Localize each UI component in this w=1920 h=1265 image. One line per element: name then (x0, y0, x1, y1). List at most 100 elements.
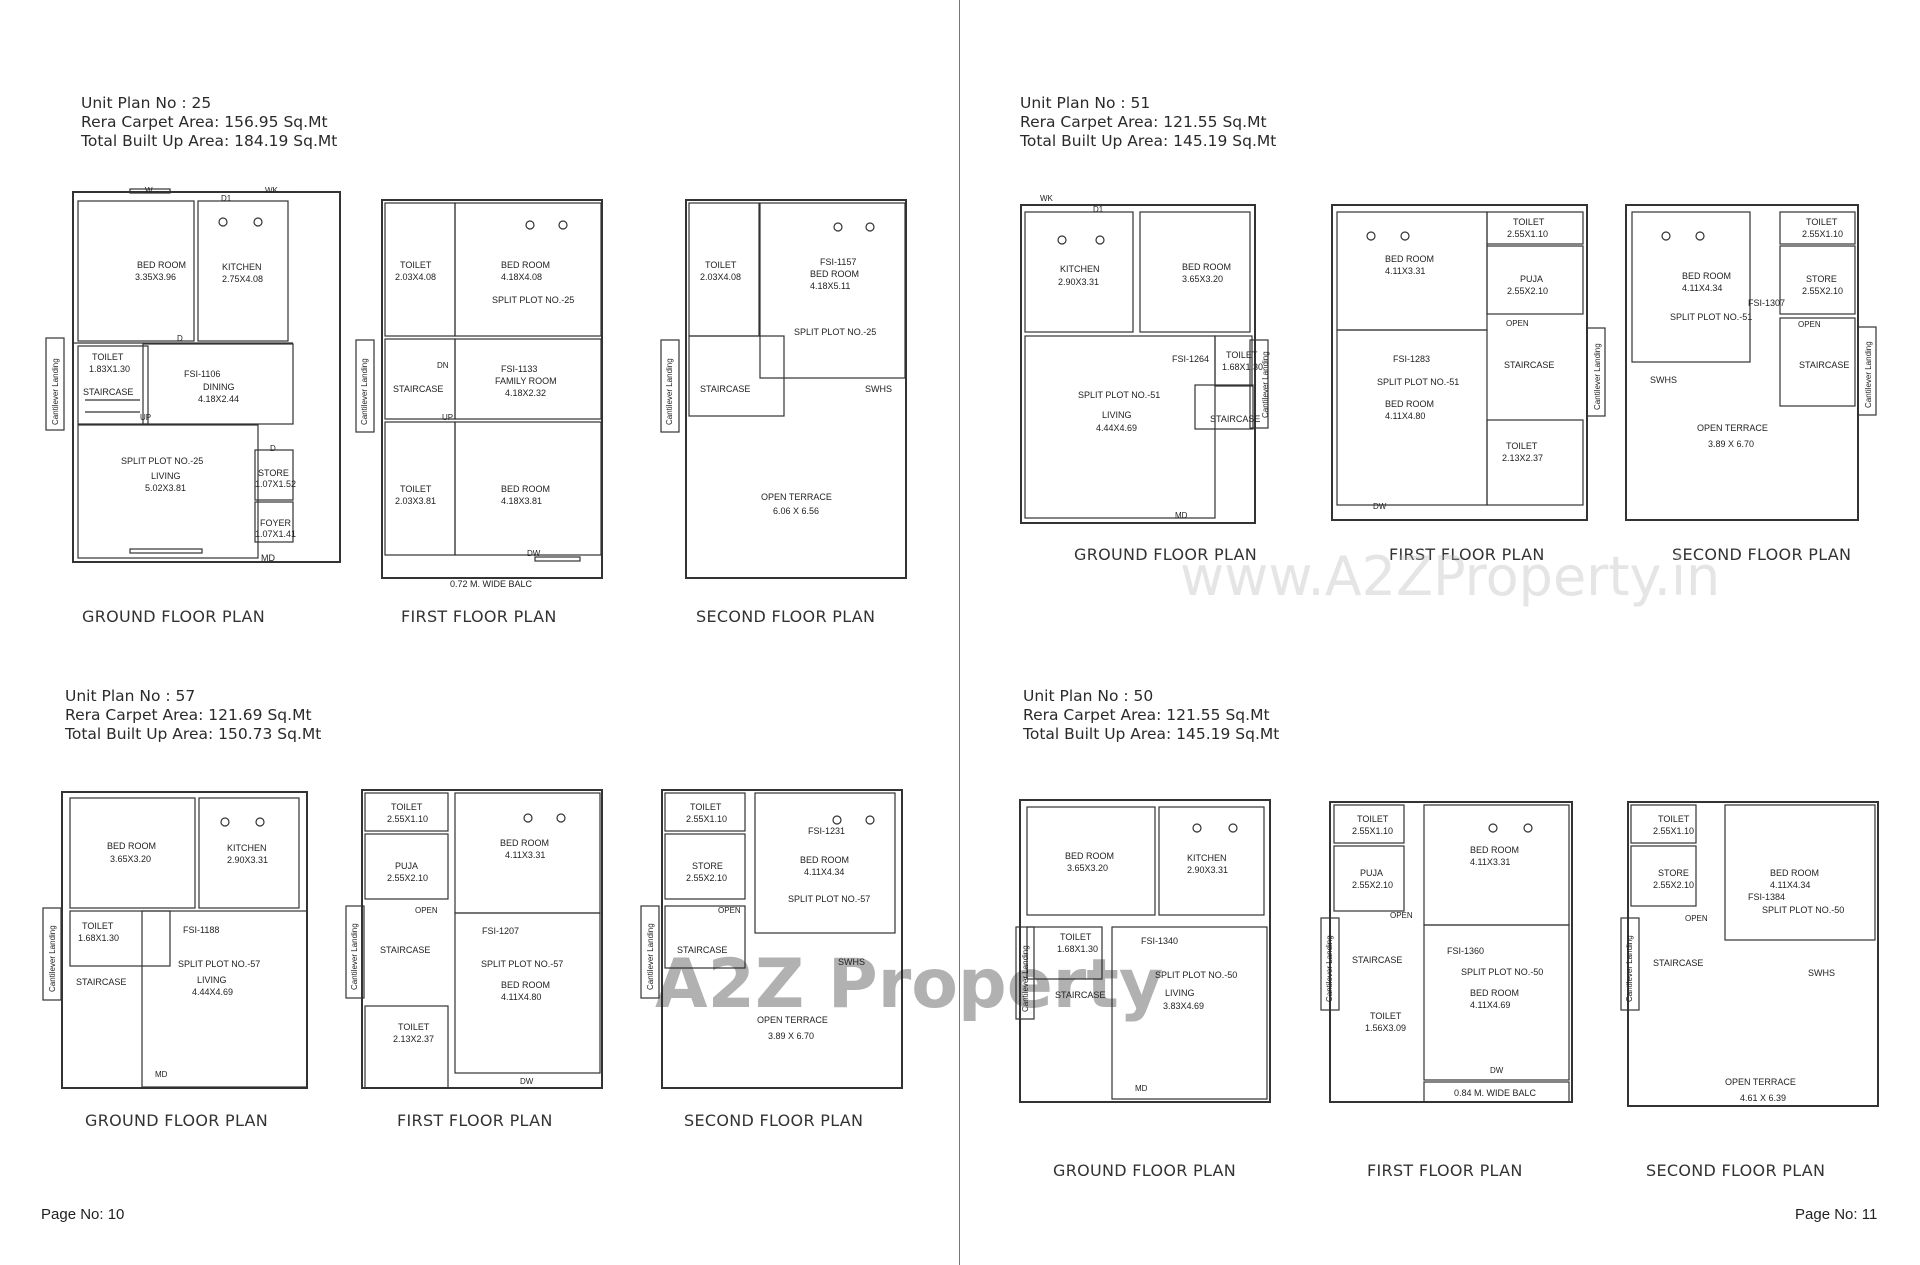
plan-text: Cantilever Landing (1625, 935, 1634, 1002)
wall-segment (664, 905, 746, 969)
plan-text: FSI-1231 (808, 826, 845, 836)
wall-segment (1366, 231, 1376, 241)
plan-text: OPEN (1390, 911, 1413, 920)
room-dim: 1.07X1.41 (255, 529, 296, 539)
plan-text: 0.72 M. WIDE BALC (450, 579, 533, 589)
plan-text: FSI-1307 (1748, 298, 1785, 308)
plan-text: 4.11X4.34 (1682, 283, 1722, 293)
wall-segment (1192, 823, 1202, 833)
plan-text: 4.18X3.81 (501, 496, 542, 506)
plan-text: SPLIT PLOT NO.-25 (492, 295, 574, 305)
page-divider (959, 0, 960, 1265)
room-dim: 1.83X1.30 (89, 364, 130, 374)
plan-text: 2.90X3.31 (227, 855, 268, 865)
plan-text: BED ROOM (800, 855, 849, 865)
plan-text: LIVING (197, 975, 227, 985)
floor-plan-ground-51: KITCHEN 2.90X3.31 BED ROOM 3.65X3.20 FSI… (1020, 190, 1290, 530)
wall-segment (253, 217, 263, 227)
wall-segment (865, 815, 875, 825)
plan-text: 1.68X1.30 (1222, 362, 1263, 372)
floor-plan-first-25: TOILET 2.03X4.08 BED ROOM 4.18X4.08 SPLI… (355, 190, 605, 590)
plan-text: BED ROOM (1182, 262, 1231, 272)
room-label: STAIRCASE (83, 387, 133, 397)
window-label: WK (265, 186, 279, 195)
wall-segment (1486, 419, 1584, 506)
plan-text: BED ROOM (1385, 254, 1434, 264)
plan-title-second-25: SECOND FLOOR PLAN (696, 607, 876, 626)
wall-segment (1630, 845, 1697, 907)
plan-text: 4.11X4.80 (1385, 411, 1425, 421)
plan-text: 4.44X4.69 (192, 987, 233, 997)
window-label: W (145, 186, 153, 195)
plan-text: 4.61 X 6.39 (1740, 1093, 1786, 1103)
plan-text: TOILET (705, 260, 737, 270)
plan-text: STAIRCASE (380, 945, 430, 955)
wall-segment (129, 548, 203, 554)
floor-plan-second-25: TOILET 2.03X4.08 FSI-1157 BED ROOM 4.18X… (660, 190, 920, 590)
plan-text: OPEN TERRACE (1697, 423, 1768, 433)
plan-text: STAIRCASE (1653, 958, 1703, 968)
cantilever-label: Cantilever Landing (51, 358, 60, 425)
plan-text: STAIRCASE (677, 945, 727, 955)
plan-text: STAIRCASE (1799, 360, 1849, 370)
plan-text: FSI-1360 (1447, 946, 1484, 956)
wall-segment (1630, 804, 1697, 844)
wall-segment (833, 222, 843, 232)
wall-segment (1019, 799, 1271, 1103)
plan-text: TOILET (1226, 350, 1258, 360)
wall-segment (77, 345, 149, 425)
plan-text: FSI-1133 (501, 364, 537, 374)
plan-text: LIVING (1165, 988, 1195, 998)
wall-segment (1024, 335, 1216, 519)
wall-segment (69, 797, 196, 909)
plan-text: 2.55X1.10 (387, 814, 428, 824)
wall-segment (1779, 211, 1856, 245)
room-dim: 3.35X3.96 (135, 272, 176, 282)
plan-text: 2.55X2.10 (387, 873, 428, 883)
plan-text: PUJA (395, 861, 418, 871)
plan-text: 2.55X1.10 (1352, 826, 1393, 836)
plan-text: 3.65X3.20 (1182, 274, 1223, 284)
plan-text: KITCHEN (227, 843, 267, 853)
plan-text: 2.55X2.10 (1352, 880, 1393, 890)
wall-segment (523, 813, 533, 823)
plan-text: TOILET (400, 260, 432, 270)
plan-text: 3.83X4.69 (1163, 1001, 1204, 1011)
wall-segment (198, 797, 300, 909)
plan-title-first-50: FIRST FLOOR PLAN (1367, 1161, 1523, 1180)
wall-segment (218, 217, 228, 227)
wall-segment (1586, 327, 1606, 417)
plan-text: BED ROOM (1770, 868, 1819, 878)
plan-text: 4.11X4.80 (501, 992, 541, 1002)
plan-text: DN (437, 361, 449, 370)
plan-text: 2.90X3.31 (1187, 865, 1228, 875)
room-label: TOILET (92, 352, 124, 362)
wall-segment (454, 202, 602, 337)
plan-text: OPEN (1798, 320, 1821, 329)
floor-plan-second-57: TOILET 2.55X1.10 STORE 2.55X2.10 OPEN FS… (640, 778, 910, 1098)
wall-segment (1333, 845, 1405, 912)
wall-segment (1779, 317, 1856, 407)
plan-text: OPEN TERRACE (1725, 1077, 1796, 1087)
plan-title-second-51: SECOND FLOOR PLAN (1672, 545, 1852, 564)
room-dim: 1.07X1.52 (255, 479, 296, 489)
wall-segment (1111, 926, 1268, 1100)
door-label: D1 (221, 194, 232, 203)
plan-text: BED ROOM (1682, 271, 1731, 281)
wall-segment (664, 833, 746, 900)
floor-plan-ground-25: BED ROOM 3.35X3.96 KITCHEN 2.75X4.08 TOI… (45, 180, 341, 570)
plan-text: DW (527, 549, 541, 558)
wall-segment (556, 813, 566, 823)
plan-text: STAIRCASE (1352, 955, 1402, 965)
wall-segment (754, 792, 896, 934)
room-label: LIVING (151, 471, 181, 481)
plan-text: TOILET (1506, 441, 1538, 451)
floor-plan-ground-57: BED ROOM 3.65X3.20 KITCHEN 2.90X3.31 TOI… (42, 780, 312, 1090)
wall-segment (69, 910, 171, 967)
unit-header-25: Unit Plan No : 25 Rera Carpet Area: 156.… (81, 94, 337, 151)
wall-segment (1423, 924, 1570, 1081)
plan-text: BED ROOM (810, 269, 859, 279)
plan-text: 2.55X1.10 (1507, 229, 1548, 239)
wall-segment (534, 556, 581, 562)
room-label: FOYER (260, 518, 292, 528)
